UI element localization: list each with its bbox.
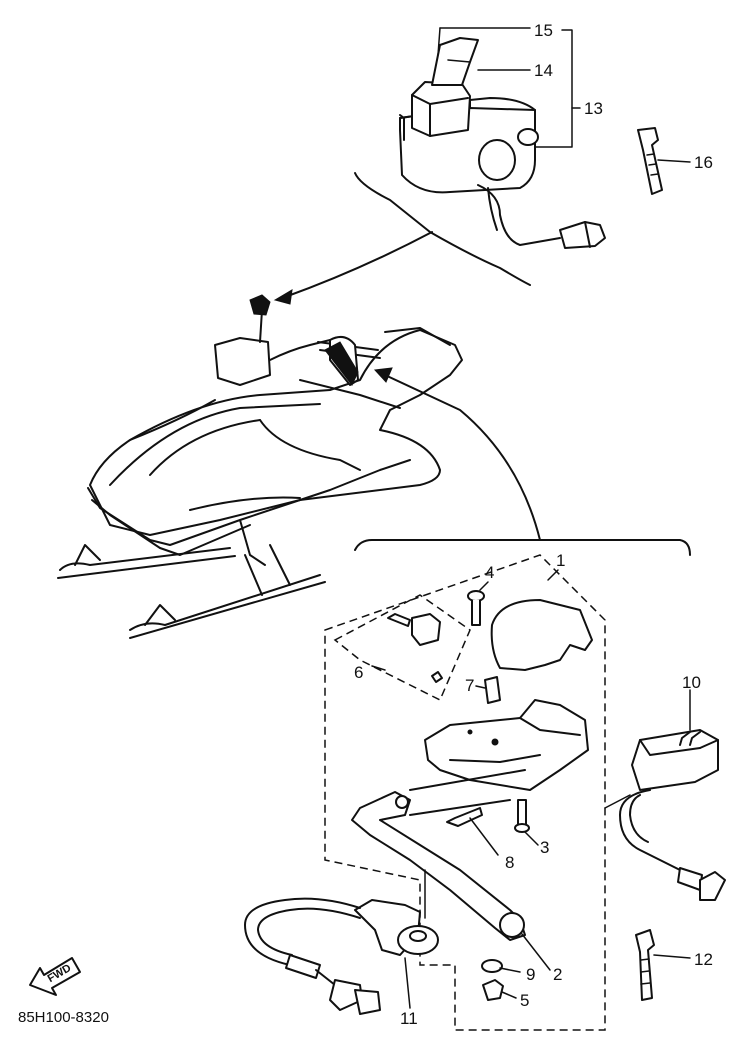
cable-tie-12 xyxy=(635,929,655,1001)
group-bracket-line xyxy=(354,539,691,556)
stop-switch-11 xyxy=(244,897,439,1015)
arrowhead-housing xyxy=(273,289,293,305)
snowmobile-illustration xyxy=(57,294,463,639)
screw-6 xyxy=(387,613,443,683)
pointer-arrow-housing xyxy=(284,231,433,298)
callout-13: 13 xyxy=(584,99,603,118)
callout-10: 10 xyxy=(682,673,701,692)
washer-9 xyxy=(481,959,503,973)
forward-direction-badge: FWD xyxy=(29,957,81,996)
callout-6: 6 xyxy=(354,663,363,682)
housing-bracket-line xyxy=(354,172,531,286)
callout-16: 16 xyxy=(694,153,713,172)
bolt-4 xyxy=(467,590,485,626)
pointer-arrow-lever xyxy=(384,374,541,541)
lever-bracket xyxy=(424,699,589,791)
group-outline-6 xyxy=(333,594,471,702)
lever-clamp-cover xyxy=(490,599,593,671)
callout-8: 8 xyxy=(505,853,514,872)
cable-tie-16 xyxy=(637,127,663,195)
callout-12: 12 xyxy=(694,950,713,969)
leader-lines xyxy=(371,27,691,1009)
callout-labels: 15 14 13 16 1 4 6 7 10 3 8 9 2 5 12 11 xyxy=(354,21,713,1028)
callout-1: 1 xyxy=(556,551,565,570)
arrowhead-lever xyxy=(373,367,393,383)
brake-lever xyxy=(351,769,526,941)
group-outline-1 xyxy=(324,554,606,1031)
screw-8 xyxy=(446,807,483,827)
nut-5 xyxy=(482,979,504,1001)
callout-4: 4 xyxy=(485,563,494,582)
pin-7 xyxy=(484,676,501,704)
callout-14: 14 xyxy=(534,61,553,80)
callout-2: 2 xyxy=(553,965,562,984)
throttle-housing-assembly xyxy=(399,37,606,249)
callout-7: 7 xyxy=(465,676,474,695)
callout-3: 3 xyxy=(540,838,549,857)
callout-5: 5 xyxy=(520,991,529,1010)
callout-9: 9 xyxy=(526,965,535,984)
bolt-3 xyxy=(514,799,530,833)
switch-10 xyxy=(619,729,726,901)
drawing-code: 85H100-8320 xyxy=(18,1009,109,1026)
callout-15: 15 xyxy=(534,21,553,40)
callout-11: 11 xyxy=(400,1009,418,1028)
